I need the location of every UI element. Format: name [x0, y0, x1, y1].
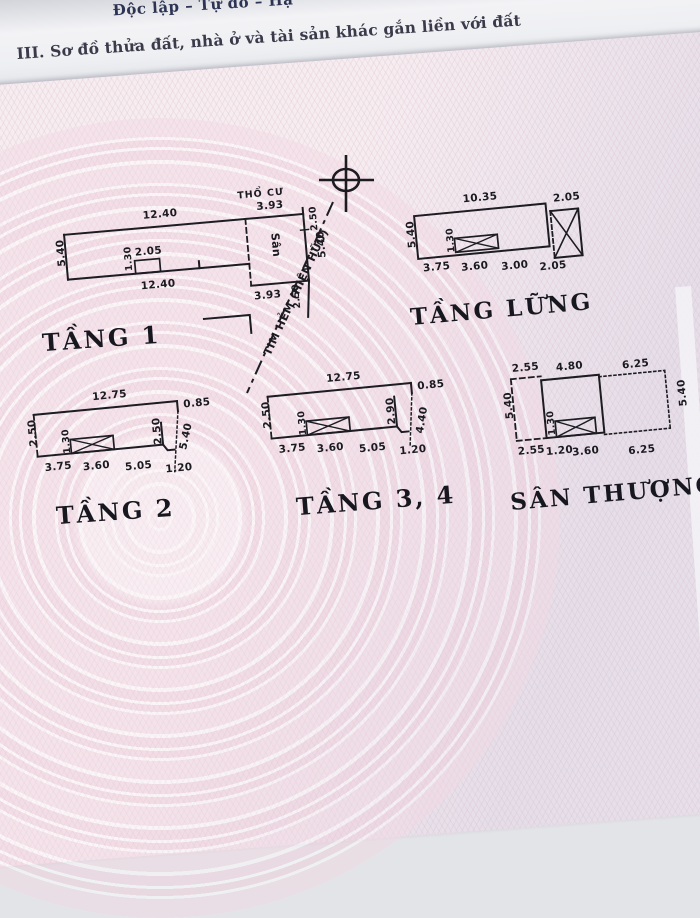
- header-fragment: Độc lập – Tự do – Hạ: [112, 0, 294, 20]
- floor34-dim-left: 2.50: [259, 400, 275, 429]
- floor1-plan: THỔ CƯ 12.40 3.93 2.50 5.40 1.30 2.05 12…: [43, 180, 336, 369]
- rooftop-dim-b2: 3.60: [571, 444, 600, 459]
- floor34-dim-right-inner: 2.90: [383, 396, 399, 426]
- floor1-dim-right-top: 2.50: [307, 205, 321, 232]
- floor2-dim-inner-h: 1.30: [59, 428, 74, 455]
- floor2-plan: 12.75 2.50 0.85 2.50 5.40 1.30 3.75 3.60…: [15, 370, 240, 500]
- floor1-linework: [62, 206, 311, 334]
- floor2-dim-left: 2.50: [25, 418, 41, 448]
- survey-point-icon: [319, 155, 374, 212]
- floor34-dim-inner-h: 1.30: [295, 410, 310, 436]
- rooftop-dim-inner-h: 1.30: [544, 410, 559, 436]
- mezzanine-plan: 10.35 2.05 5.40 1.30 3.75 3.60 3.00 2.05: [396, 173, 605, 292]
- floor2-dim-b1: 3.60: [82, 458, 111, 474]
- rooftop-dim-b0: 2.55: [517, 443, 546, 458]
- mezzanine-dim-b1: 3.60: [460, 259, 489, 274]
- rooftop-dim-right: 5.40: [675, 378, 690, 407]
- floor1-dim-inner-w: 2.05: [134, 244, 163, 259]
- floor1-dim-left: 5.40: [54, 239, 69, 268]
- floor1-yard-label: Sân: [268, 232, 284, 258]
- mezzanine-dim-inner-h: 1.30: [444, 227, 458, 254]
- floor34-dim-b0: 3.75: [278, 441, 307, 456]
- floor2-dim-right-inner: 2.50: [150, 417, 165, 446]
- floor34-dim-b2: 5.05: [358, 440, 387, 456]
- floor1-dim-step: 2.50: [290, 283, 304, 310]
- rooftop-dim-left: 5.40: [501, 391, 517, 420]
- floor34-dim-b1: 3.60: [316, 440, 345, 456]
- floor1-dim-inner-h: 1.30: [122, 246, 136, 272]
- floor1-dim-yard-right: 5.40: [314, 230, 329, 259]
- mezzanine-linework: [412, 202, 584, 261]
- floor34-plan: 12.75 2.50 0.85 2.90 4.40 1.30 3.75 3.60…: [245, 350, 475, 486]
- floor2-dim-b0: 3.75: [44, 459, 73, 475]
- rooftop-linework: [509, 369, 672, 442]
- floor34-dim-b3: 1.20: [398, 442, 427, 458]
- floor1-dim-yard-top: 3.93: [255, 198, 284, 213]
- rooftop-dim-top-left: 2.55: [511, 360, 540, 376]
- floor1-dim-yard-bottom: 3.93: [253, 288, 282, 303]
- rooftop-plan: 2.55 4.80 6.25 5.40 5.40 1.30 2.55 1.20 …: [475, 336, 700, 481]
- mezzanine-dim-b0: 3.75: [422, 259, 451, 275]
- mezzanine-dim-left: 5.40: [404, 220, 419, 249]
- floor2-dim-b3: 1.20: [164, 460, 194, 476]
- floor2-dim-b2: 5.05: [124, 458, 153, 474]
- floor34-linework: [266, 381, 413, 449]
- floor2-linework: [32, 400, 180, 473]
